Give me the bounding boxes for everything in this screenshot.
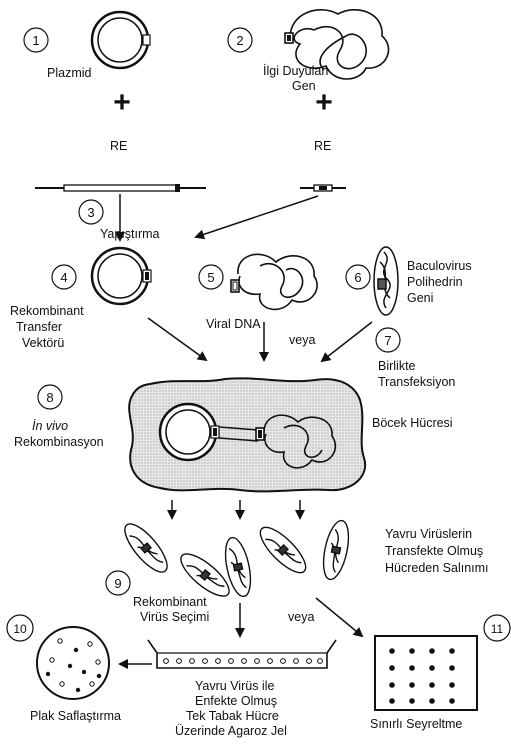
- or-label-1: veya: [289, 333, 315, 347]
- step-11: 11: [484, 615, 510, 641]
- step-7: 7: [376, 328, 400, 352]
- plaque-purification-label: Plak Saflaştırma: [30, 709, 121, 723]
- in-vivo-line2: Rekombinasyon: [14, 435, 104, 449]
- step-10-number: 10: [13, 622, 27, 636]
- viral-dna-label: Viral DNA: [206, 317, 261, 331]
- step-5-number: 5: [207, 270, 214, 285]
- or-label-2: veya: [288, 610, 314, 624]
- step-8: 8: [38, 385, 62, 409]
- recomb-vector-line1: Rekombinant: [10, 304, 84, 318]
- plus-right: +: [315, 86, 333, 119]
- step-1: 1: [24, 28, 48, 52]
- progeny-line3: Hücreden Salınımı: [385, 561, 489, 575]
- agar-line3: Tek Tabak Hücre: [186, 709, 279, 723]
- recomb-vector-line3: Vektörü: [22, 336, 64, 350]
- gene-label-line1: İlgi Duyulan: [263, 64, 328, 78]
- selection-line2: Virüs Seçimi: [140, 610, 209, 624]
- selection-line1: Rekombinant: [133, 595, 207, 609]
- progeny-line1: Yavru Virüslerin: [385, 527, 472, 541]
- cotransfection-line1: Birlikte: [378, 359, 416, 373]
- arrow-baculo-to-cell: [322, 322, 372, 361]
- agarose-plate-icon: [148, 640, 336, 668]
- step-5: 5: [199, 265, 223, 289]
- plasmid-label: Plazmid: [47, 66, 92, 80]
- re-right-label: RE: [314, 139, 331, 153]
- step-11-number: 11: [491, 622, 504, 636]
- step-4: 4: [52, 265, 76, 289]
- baculo-label-line2: Polihedrin: [407, 275, 463, 289]
- baculo-label-line1: Baculovirus: [407, 259, 472, 273]
- agar-line2: Enfekte Olmuş: [195, 694, 277, 708]
- step-1-number: 1: [32, 33, 39, 48]
- baculo-label-line3: Geni: [407, 291, 433, 305]
- gene-label-line2: Gen: [292, 79, 316, 93]
- plus-left: +: [113, 86, 131, 119]
- virion-icons: [118, 518, 353, 603]
- release-arrows: [172, 500, 300, 518]
- recombinant-vector-icon: [92, 248, 151, 304]
- arrow-gene-to-ligation: [196, 196, 318, 237]
- viral-dna-icon: [231, 254, 317, 309]
- cotransfection-line2: Transfeksiyon: [378, 375, 455, 389]
- step-3: 3: [79, 200, 103, 224]
- baculovirus-icon: [374, 247, 398, 315]
- in-vivo-line1: İn vivo: [32, 419, 68, 433]
- step-3-number: 3: [87, 205, 94, 220]
- plasmid-icon: [92, 12, 150, 68]
- step-6: 6: [346, 265, 370, 289]
- re-left-label: RE: [110, 139, 127, 153]
- step-2: 2: [228, 28, 252, 52]
- step-6-number: 6: [354, 270, 361, 285]
- step-9-number: 9: [114, 576, 121, 591]
- limiting-dilution-label: Sınırlı Seyreltme: [370, 717, 462, 731]
- step-4-number: 4: [60, 270, 67, 285]
- agar-line1: Yavru Virüs ile: [195, 679, 274, 693]
- gene-fragment-icon: [300, 185, 346, 191]
- petri-dish-icon: [37, 627, 109, 699]
- step-7-number: 7: [384, 333, 391, 348]
- agar-line4: Üzerinde Agaroz Jel: [175, 724, 287, 738]
- arrow-vector-to-cell: [148, 318, 206, 360]
- arrow-to-dilution: [316, 598, 362, 636]
- step-8-number: 8: [46, 390, 53, 405]
- progeny-line2: Transfekte Olmuş: [385, 544, 483, 558]
- insect-cell-label: Böcek Hücresi: [372, 416, 453, 430]
- ligation-label: Yapıştırma: [100, 227, 160, 241]
- multiwell-plate-icon: [375, 636, 477, 710]
- step-2-number: 2: [236, 33, 243, 48]
- step-10: 10: [7, 615, 33, 641]
- recomb-vector-line2: Transfer: [16, 320, 62, 334]
- step-9: 9: [106, 571, 130, 595]
- linear-plasmid-icon: [35, 184, 206, 192]
